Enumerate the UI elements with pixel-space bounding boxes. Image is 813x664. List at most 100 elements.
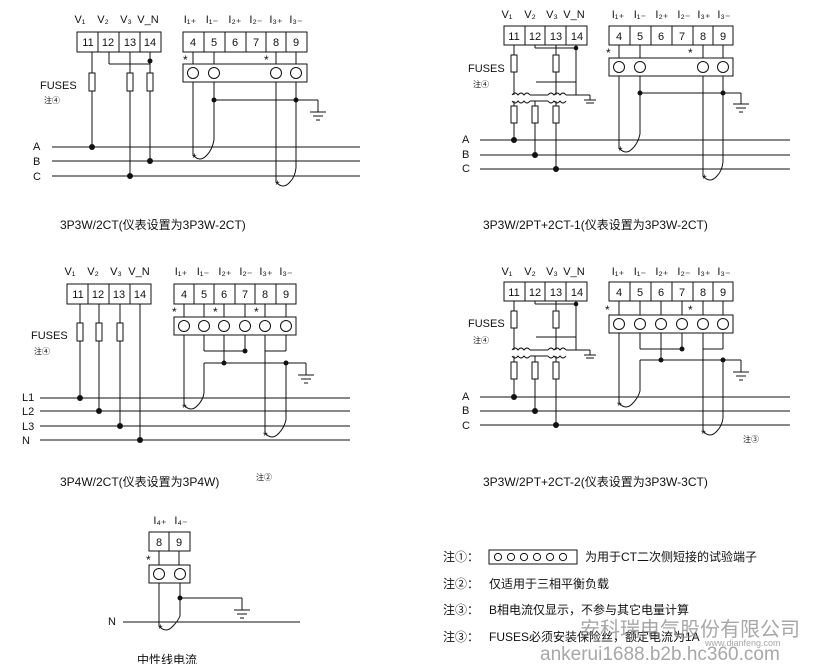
fuses-note: 注④	[44, 95, 60, 105]
label-i3m: I₃₋	[717, 9, 731, 21]
line-label-l2: L2	[22, 406, 34, 418]
terminal-11: 11	[508, 31, 519, 43]
voltage-terminal-block: 11 12 13 14	[76, 31, 162, 53]
note-1-key: 注①：	[443, 549, 479, 564]
current-terminal-block: 8 9	[148, 531, 191, 552]
ct-mark: *	[263, 429, 268, 443]
label-v1: V₁	[501, 266, 512, 278]
label-v3: V₃	[546, 266, 558, 278]
label-v3: V₃	[546, 9, 558, 21]
terminal-4: 4	[190, 37, 196, 49]
fuses-label: FUSES	[31, 330, 68, 342]
watermark-site: www.dianfeng.com	[704, 638, 781, 648]
terminal-5: 5	[201, 289, 207, 301]
current-terminal-block: 4 5 6 7 8 9	[608, 25, 734, 46]
test-terminal-strip: * * *	[172, 305, 297, 336]
ct-mark: *	[701, 427, 706, 441]
label-i3m: I₃₋	[717, 266, 731, 278]
terminal-8: 8	[273, 37, 279, 49]
label-i1m: I₁₋	[206, 14, 219, 26]
ct-mark: *	[618, 144, 623, 158]
terminal-12: 12	[92, 289, 104, 301]
note-4-text: FUSES必须安装保险丝，额定电流为1A	[489, 629, 700, 644]
fuses-note: 注④	[473, 79, 489, 89]
terminal-6: 6	[658, 31, 664, 43]
watermark-company: 安科瑞电气股份有限公司	[580, 618, 800, 641]
diagram-note: 注③	[743, 434, 759, 444]
voltage-labels: V₁ V₂ V₃ V_N	[501, 9, 584, 21]
label-v1: V₁	[501, 9, 512, 21]
terminal-14: 14	[144, 37, 156, 49]
note-4-key: 注③：	[443, 629, 479, 644]
wiring: * *	[76, 304, 314, 443]
line-label-b: B	[462, 149, 469, 161]
line-label-a: A	[33, 141, 41, 153]
note-2-text: 仅适用于三相平衡负载	[489, 577, 609, 591]
diagram-3p3w-2ct: V₁ V₂ V₃ V_N 11 12 13 14 I₁₊ I₁₋ I₂₊ I₂₋…	[33, 14, 360, 232]
test-terminal-icon	[488, 549, 578, 565]
terminal-8: 8	[700, 287, 706, 299]
terminal-6: 6	[658, 287, 664, 299]
label-i3m: I₃₋	[279, 266, 293, 278]
terminal-7: 7	[253, 37, 259, 49]
polarity-mark: *	[605, 303, 610, 317]
terminal-9: 9	[720, 287, 726, 299]
diagram-caption: 3P3W/2PT+2CT-1(仪表设置为3P3W-2CT)	[483, 218, 708, 232]
current-labels: I₁₊ I₁₋ I₂₊ I₂₋ I₃₊ I₃₋	[612, 9, 731, 21]
note-3-text: B相电流仅显示，不参与其它电量计算	[489, 602, 689, 617]
note-3-key: 注③：	[443, 602, 479, 617]
fuses-label: FUSES	[468, 318, 505, 330]
terminal-8: 8	[262, 289, 268, 301]
label-i3p: I₃₊	[269, 14, 283, 26]
label-i3m: I₃₋	[289, 14, 303, 26]
line-label-a: A	[462, 391, 470, 403]
wiring: * *	[510, 301, 749, 441]
label-v3: V₃	[110, 266, 122, 278]
polarity-mark: *	[254, 305, 259, 319]
wiring: * *	[88, 52, 326, 192]
label-v2: V₂	[524, 9, 536, 21]
diagram-caption: 3P3W/2PT+2CT-2(仪表设置为3P3W-3CT)	[483, 475, 708, 489]
line-label-n: N	[22, 435, 30, 447]
label-vn: V_N	[563, 266, 584, 278]
line-label-l3: L3	[22, 421, 34, 433]
terminal-13: 13	[550, 31, 562, 43]
current-labels: I₁₊ I₁₋ I₂₊ I₂₋ I₃₊ I₃₋	[612, 266, 731, 278]
line-label-b: B	[462, 405, 469, 417]
label-v2: V₂	[524, 266, 536, 278]
phase-lines: L1 L2 L3 N	[22, 392, 350, 447]
label-v1: V₁	[64, 266, 75, 278]
wiring: *	[158, 551, 250, 636]
label-i1p: I₁₊	[184, 14, 197, 26]
terminal-14: 14	[571, 31, 583, 43]
terminal-11: 11	[82, 37, 93, 49]
voltage-labels: V₁ V₂ V₃ V_N	[501, 266, 584, 278]
phase-lines: A B C	[462, 134, 790, 175]
voltage-labels: V₁ V₂ V₃ V_N	[64, 266, 149, 278]
line-label-n: N	[108, 616, 116, 628]
terminal-12: 12	[529, 31, 541, 43]
terminal-4: 4	[616, 287, 622, 299]
diagram-3p3w-2pt-2ct-2: V₁ V₂ V₃ V_N 11 12 13 14 I₁₊ I₁₋ I₂₊ I₂₋…	[462, 266, 790, 489]
voltage-terminal-block: 11 12 13 14	[66, 283, 152, 305]
label-i4p: I₄₊	[153, 515, 167, 527]
ct-mark: *	[617, 399, 622, 413]
polarity-mark: *	[172, 305, 177, 319]
terminal-5: 5	[211, 37, 217, 49]
ct-mark: *	[192, 151, 197, 165]
label-v3: V₃	[120, 14, 132, 26]
wiring: * *	[510, 45, 749, 186]
ct-mark: *	[275, 178, 280, 192]
label-v2: V₂	[97, 14, 109, 26]
terminal-4: 4	[616, 31, 622, 43]
diagram-caption: 中性线电流	[137, 652, 197, 664]
test-terminal-strip: * *	[605, 303, 734, 334]
label-i2p: I₂₊	[228, 14, 241, 26]
label-i1p: I₁₊	[175, 266, 188, 278]
label-i3p: I₃₊	[697, 266, 711, 278]
terminal-11: 11	[508, 287, 519, 299]
phase-lines: A B C	[462, 391, 790, 432]
terminal-6: 6	[232, 37, 238, 49]
terminal-4: 4	[181, 289, 187, 301]
polarity-mark: *	[606, 46, 611, 60]
